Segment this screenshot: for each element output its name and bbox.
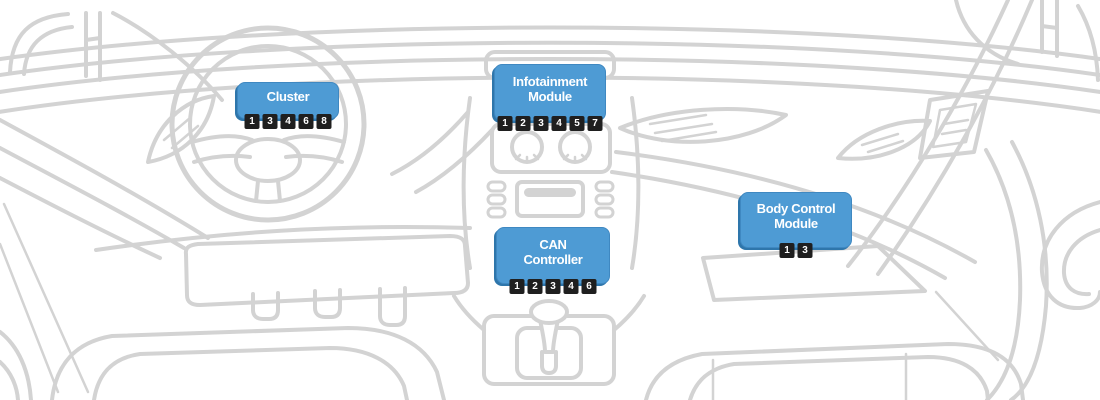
module-can-controller: CAN Controller 1 2 3 4 6	[496, 227, 610, 294]
driver-side-vent	[146, 94, 216, 164]
seats	[50, 326, 1025, 400]
module-infotainment-label: Infotainment Module	[512, 73, 588, 104]
pin-chip: 4	[563, 279, 579, 294]
module-can-controller-label: CAN Controller	[523, 236, 583, 267]
module-cluster-pins: 1 3 4 6 8	[244, 114, 332, 129]
pin-chip: 5	[569, 116, 585, 131]
knee-panel	[183, 234, 470, 327]
module-infotainment: Infotainment Module 1 2 3 4 5 7	[494, 64, 606, 131]
pin-chip: 2	[527, 279, 543, 294]
module-body-control: Body Control Module 1 3	[740, 192, 852, 258]
pin-chip: 1	[244, 114, 260, 129]
module-body-control-label: Body Control Module	[756, 201, 836, 231]
steering-wheel	[169, 25, 367, 223]
pin-chip: 4	[551, 116, 567, 131]
pin-chip: 1	[779, 243, 795, 258]
pin-chip: 1	[497, 116, 513, 131]
pin-chip: 2	[515, 116, 531, 131]
glove-box	[701, 244, 927, 302]
gear-shifter-console	[452, 294, 646, 386]
pin-chip: 4	[280, 114, 296, 129]
pin-chip: 3	[797, 243, 813, 258]
left-lower-corner	[0, 202, 90, 400]
module-cluster-label: Cluster	[266, 89, 310, 105]
pin-chip: 6	[298, 114, 314, 129]
pin-chip: 8	[316, 114, 332, 129]
pin-chip: 6	[581, 279, 597, 294]
module-infotainment-pins: 1 2 3 4 5 7	[497, 116, 603, 131]
module-body-control-pins: 1 3	[779, 243, 813, 258]
right-door-handle	[934, 140, 1100, 400]
passenger-vent	[618, 106, 932, 161]
pin-chip: 3	[262, 114, 278, 129]
right-window-pillar	[846, 0, 1100, 276]
pin-chip: 7	[587, 116, 603, 131]
left-door-window	[0, 11, 224, 260]
pin-chip: 1	[509, 279, 525, 294]
module-cluster: Cluster 1 3 4 6 8	[237, 82, 339, 129]
module-can-controller-pins: 1 2 3 4 6	[509, 279, 597, 294]
pin-chip: 3	[545, 279, 561, 294]
pin-chip: 3	[533, 116, 549, 131]
center-stack	[461, 50, 641, 270]
